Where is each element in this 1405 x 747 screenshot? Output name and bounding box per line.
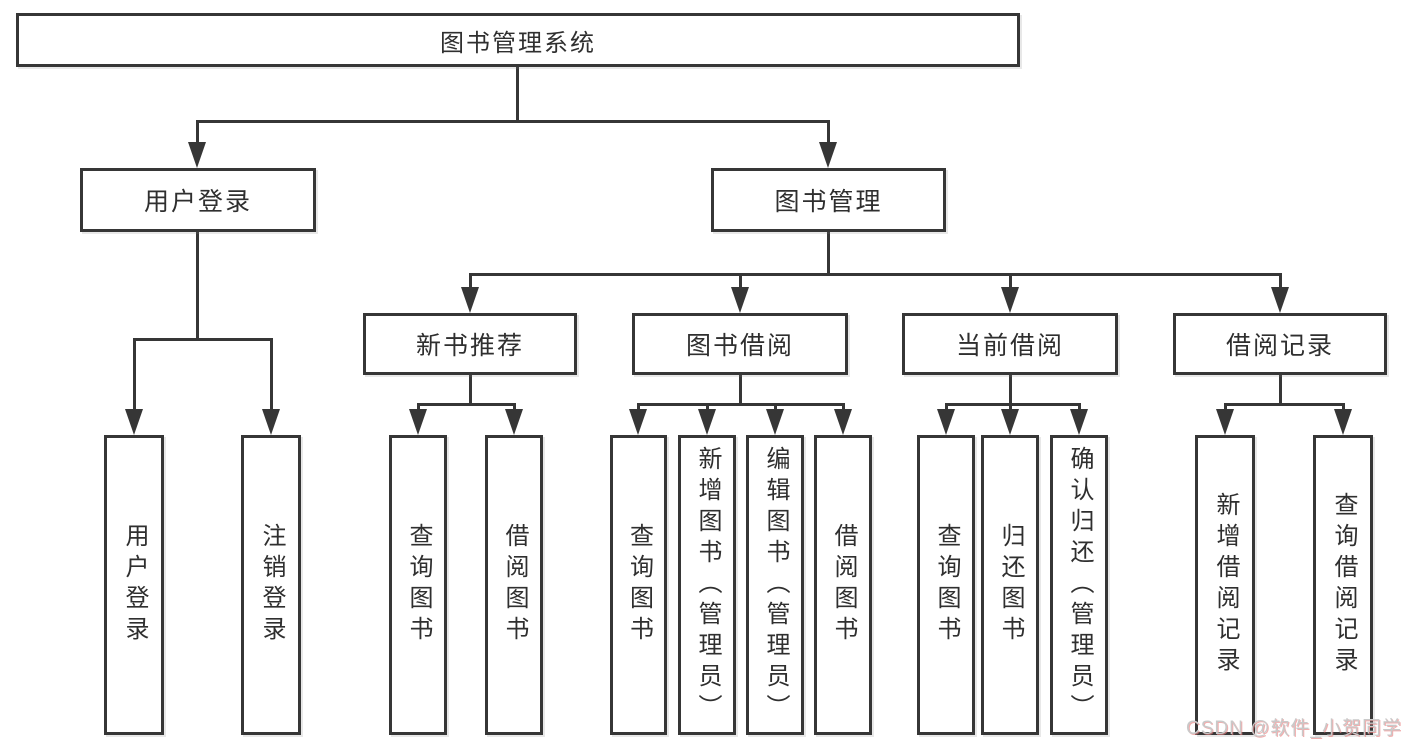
- connector-line: [637, 403, 640, 413]
- connector-line: [1279, 373, 1282, 403]
- arrowhead-icon: [819, 142, 837, 168]
- leaf-user-login: 用户登录: [104, 435, 164, 735]
- arrowhead-icon: [505, 409, 523, 435]
- connector-line: [842, 403, 845, 413]
- leaf-query-books-2: 查询图书: [610, 435, 667, 735]
- connector-line: [133, 338, 273, 341]
- arrowhead-icon: [1216, 409, 1234, 435]
- connector-line: [739, 373, 742, 403]
- connector-line: [469, 273, 472, 289]
- connector-line: [739, 273, 742, 289]
- leaf-add-book-admin: 新增图书（管理员）: [678, 435, 736, 735]
- connector-line: [1078, 403, 1081, 413]
- node-label: 新书推荐: [415, 332, 524, 360]
- node-label: 归还图书: [997, 523, 1024, 647]
- node-user-login: 用户登录: [80, 168, 316, 232]
- connector-line: [637, 403, 845, 406]
- node-label: 用户登录: [121, 523, 148, 647]
- arrowhead-icon: [1271, 287, 1289, 313]
- node-label: 图书管理系统: [440, 29, 596, 57]
- node-current-borrow: 当前借阅: [902, 313, 1118, 375]
- arrowhead-icon: [1070, 409, 1088, 435]
- connector-line: [1009, 373, 1012, 403]
- connector-line: [945, 403, 1081, 406]
- leaf-borrow-books-1: 借阅图书: [485, 435, 543, 735]
- connector-line: [945, 403, 948, 413]
- connector-line: [1224, 403, 1227, 413]
- connector-line: [1342, 403, 1345, 413]
- connector-line: [417, 403, 516, 406]
- leaf-add-borrow-record: 新增借阅记录: [1195, 435, 1255, 735]
- connector-line: [196, 230, 199, 340]
- node-book-management-system: 图书管理系统: [16, 13, 1020, 67]
- node-label: 用户登录: [143, 188, 252, 216]
- connector-line: [196, 120, 199, 146]
- node-label: 图书借阅: [685, 332, 794, 360]
- node-label: 借阅记录: [1225, 332, 1334, 360]
- node-label: 查询图书: [405, 523, 432, 647]
- connector-line: [469, 373, 472, 403]
- leaf-return-book: 归还图书: [981, 435, 1039, 735]
- leaf-query-borrow-record: 查询借阅记录: [1313, 435, 1373, 735]
- connector-line: [827, 120, 830, 146]
- connector-line: [133, 338, 136, 412]
- connector-line: [706, 403, 709, 413]
- arrowhead-icon: [125, 409, 143, 435]
- node-label: 确认归还（管理员）: [1066, 445, 1093, 725]
- node-label: 借阅图书: [830, 523, 857, 647]
- connector-line: [1224, 403, 1345, 406]
- leaf-query-books-3: 查询图书: [917, 435, 975, 735]
- connector-line: [1009, 403, 1012, 413]
- node-label: 注销登录: [258, 523, 285, 647]
- connector-line: [516, 67, 519, 120]
- node-label: 查询图书: [933, 523, 960, 647]
- leaf-query-books-1: 查询图书: [389, 435, 447, 735]
- arrowhead-icon: [262, 409, 280, 435]
- arrowhead-icon: [766, 409, 784, 435]
- arrowhead-icon: [1001, 287, 1019, 313]
- connector-line: [1009, 273, 1012, 289]
- node-new-book-recommend: 新书推荐: [363, 313, 577, 375]
- arrowhead-icon: [1334, 409, 1352, 435]
- arrowhead-icon: [937, 409, 955, 435]
- arrowhead-icon: [698, 409, 716, 435]
- node-label: 图书管理: [774, 188, 883, 216]
- connector-line: [270, 338, 273, 412]
- arrowhead-icon: [1001, 409, 1019, 435]
- node-label: 查询借阅记录: [1330, 492, 1357, 678]
- leaf-logout: 注销登录: [241, 435, 301, 735]
- connector-line: [513, 403, 516, 413]
- connector-line: [469, 273, 1282, 276]
- node-label: 编辑图书（管理员）: [762, 445, 789, 725]
- arrowhead-icon: [188, 142, 206, 168]
- connector-line: [196, 120, 830, 123]
- arrowhead-icon: [461, 287, 479, 313]
- leaf-confirm-return-admin: 确认归还（管理员）: [1050, 435, 1108, 735]
- node-label: 新增图书（管理员）: [694, 445, 721, 725]
- node-book-management: 图书管理: [711, 168, 946, 232]
- connector-line: [417, 403, 420, 413]
- connector-line: [827, 230, 830, 273]
- node-book-borrow: 图书借阅: [632, 313, 848, 375]
- leaf-edit-book-admin: 编辑图书（管理员）: [746, 435, 804, 735]
- connector-line: [774, 403, 777, 413]
- arrowhead-icon: [409, 409, 427, 435]
- node-label: 借阅图书: [501, 523, 528, 647]
- node-label: 查询图书: [625, 523, 653, 647]
- connector-line: [1279, 273, 1282, 289]
- node-label: 当前借阅: [955, 332, 1064, 360]
- arrowhead-icon: [834, 409, 852, 435]
- arrowhead-icon: [731, 287, 749, 313]
- arrowhead-icon: [629, 409, 647, 435]
- csdn-watermark: CSDN @软件_小贺同学: [1186, 718, 1402, 739]
- node-label: 新增借阅记录: [1212, 492, 1239, 678]
- leaf-borrow-books-2: 借阅图书: [814, 435, 872, 735]
- node-borrow-records: 借阅记录: [1173, 313, 1387, 375]
